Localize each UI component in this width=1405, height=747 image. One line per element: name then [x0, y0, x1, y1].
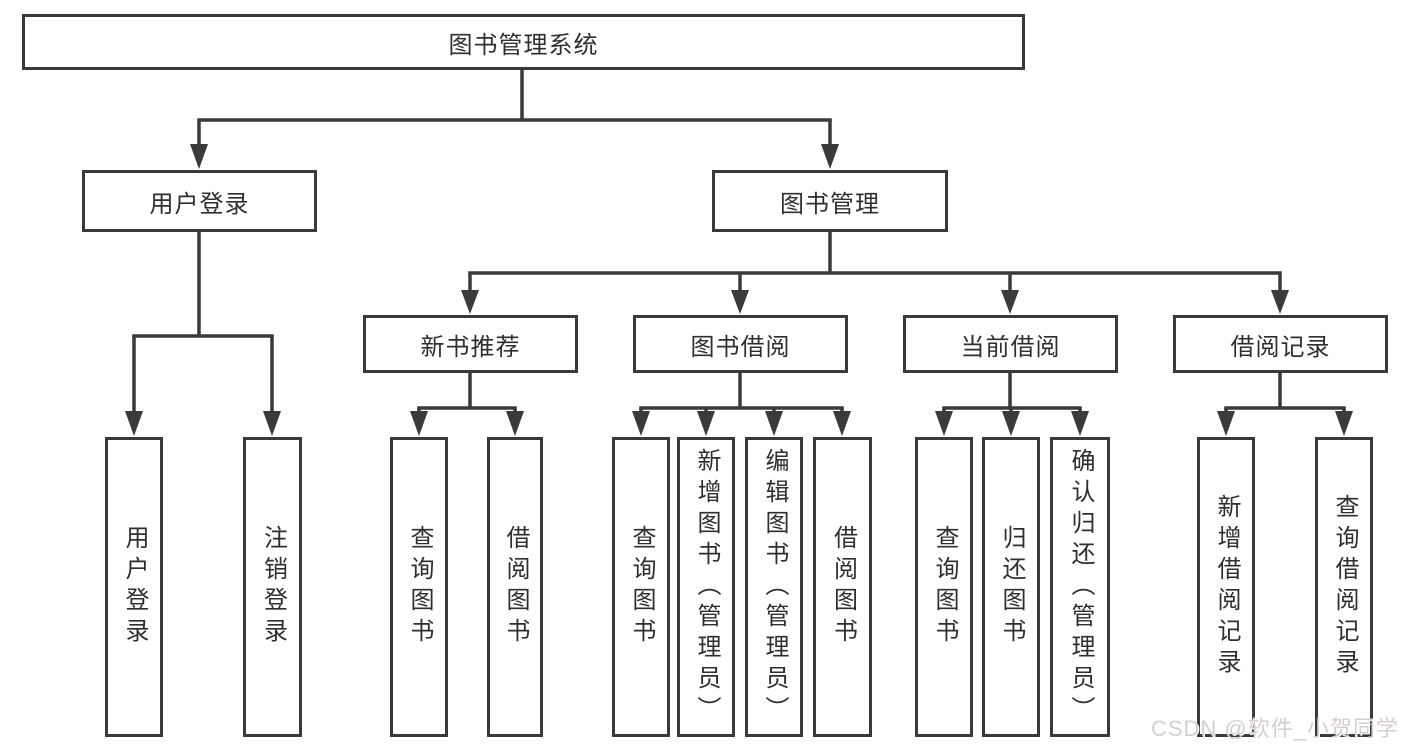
node-label: 图书管理	[780, 190, 880, 218]
leaf-edit-book-admin: 编辑图书（管理员）	[745, 437, 803, 737]
node-label: 图书管理系统	[448, 31, 599, 59]
leaf-logout: 注销登录	[243, 437, 302, 737]
node-label: 新增图书（管理员）	[693, 447, 720, 727]
node-library-system: 图书管理系统	[22, 14, 1025, 70]
leaf-add-book-admin: 新增图书（管理员）	[677, 437, 735, 737]
node-label: 查询图书	[628, 525, 655, 649]
node-label: 归还图书	[998, 525, 1025, 649]
leaf-confirm-return-admin: 确认归还（管理员）	[1050, 437, 1110, 737]
node-label: 用户登录	[121, 525, 148, 649]
connector-user-login	[125, 232, 281, 436]
node-label: 图书借阅	[690, 333, 791, 361]
connector-borrow-records	[1217, 373, 1353, 436]
connector-root	[190, 70, 839, 169]
connector-book-borrow	[632, 373, 851, 436]
connector-book-management	[461, 232, 1289, 314]
node-label: 查询借阅记录	[1331, 494, 1358, 680]
leaf-query-book-current: 查询图书	[915, 437, 973, 737]
leaf-return-book: 归还图书	[982, 437, 1040, 737]
leaf-borrow-book-recommend: 借阅图书	[487, 437, 543, 737]
node-label: 新增借阅记录	[1213, 494, 1240, 680]
node-user-login: 用户登录	[82, 170, 317, 232]
leaf-borrow-book: 借阅图书	[813, 437, 872, 737]
node-book-management: 图书管理	[712, 170, 948, 232]
leaf-add-borrow-record: 新增借阅记录	[1197, 437, 1255, 737]
node-label: 借阅记录	[1230, 333, 1331, 361]
node-book-borrow: 图书借阅	[633, 315, 848, 373]
node-label: 借阅图书	[502, 525, 529, 649]
connector-current-borrow	[935, 373, 1089, 436]
node-label: 新书推荐	[420, 333, 521, 361]
leaf-query-borrow-record: 查询借阅记录	[1315, 437, 1373, 737]
node-label: 用户登录	[149, 190, 250, 218]
watermark-text: CSDN @软件_小贺同学	[1150, 716, 1399, 741]
node-label: 确认归还（管理员）	[1067, 447, 1094, 727]
node-label: 借阅图书	[829, 525, 857, 649]
node-new-book-recommend: 新书推荐	[363, 315, 578, 373]
node-borrow-records: 借阅记录	[1173, 315, 1388, 373]
connector-new-book-recommend	[410, 373, 524, 436]
node-current-borrow: 当前借阅	[903, 315, 1118, 373]
node-label: 查询图书	[406, 525, 433, 649]
node-label: 当前借阅	[960, 333, 1061, 361]
leaf-query-book-borrow: 查询图书	[612, 437, 670, 737]
node-label: 查询图书	[931, 525, 958, 649]
leaf-user-login: 用户登录	[105, 437, 163, 737]
node-label: 注销登录	[259, 525, 287, 649]
node-label: 编辑图书（管理员）	[761, 447, 788, 727]
leaf-query-book-recommend: 查询图书	[390, 437, 448, 737]
